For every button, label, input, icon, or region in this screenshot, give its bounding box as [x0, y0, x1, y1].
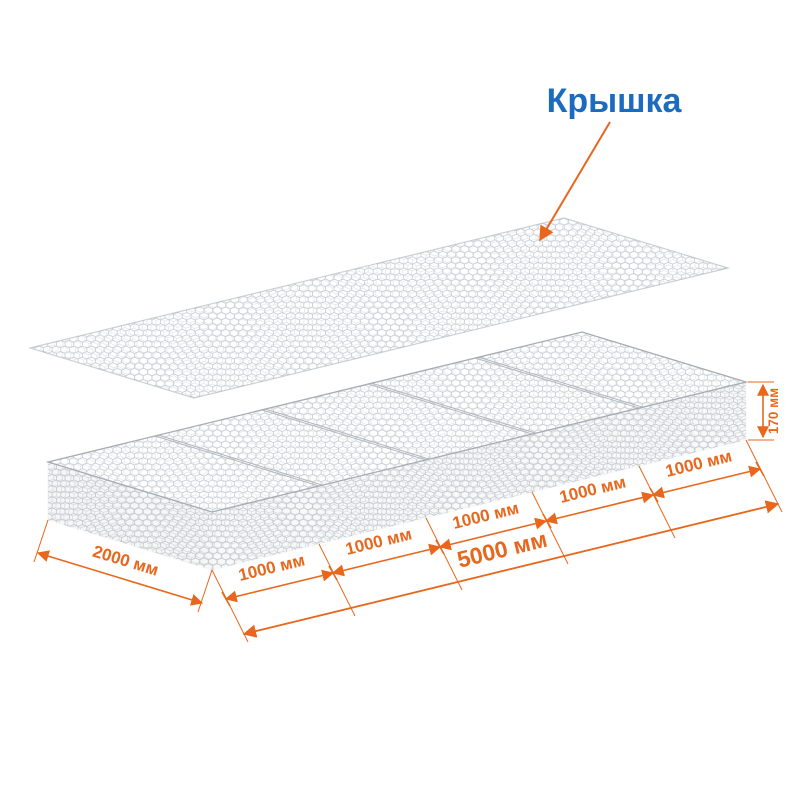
extension-line — [197, 569, 213, 613]
dimension-tick — [649, 487, 659, 503]
diaphragm-line — [157, 434, 323, 486]
box-top-mesh-layer2 — [48, 332, 746, 512]
diaphragm-line — [367, 383, 533, 435]
box-top-rim — [45, 331, 749, 513]
box-left-mesh-layer2 — [48, 462, 212, 570]
box-top-face — [48, 332, 746, 512]
height-dimension: 170 мм — [757, 383, 781, 439]
lid-callout: Крышка — [539, 82, 683, 242]
dimension-tick — [755, 461, 765, 477]
lid-mesh-panel — [27, 217, 731, 399]
diaphragm-line — [154, 435, 320, 487]
lid-callout-leader-line — [539, 121, 611, 242]
dimension-tick — [221, 591, 231, 607]
box-left-face — [47, 461, 213, 571]
extension-line — [33, 519, 49, 563]
lid-mesh-layer2 — [27, 217, 731, 399]
diaphragm-line — [264, 408, 430, 460]
width-dimension-line — [36, 550, 204, 606]
segment-dimension-line — [651, 465, 762, 499]
diaphragm-line — [474, 357, 640, 409]
diaphragm-lines — [154, 356, 643, 487]
diaphragm-line — [370, 382, 536, 434]
lid-callout-label: Крышка — [547, 82, 683, 120]
total-length-dimension-label: 5000 мм — [455, 526, 550, 573]
height-dimension-label: 170 мм — [766, 388, 781, 434]
total-length-dimension-line — [242, 500, 780, 638]
diaphragm-line — [477, 356, 643, 408]
diaphragm-line — [261, 409, 427, 461]
